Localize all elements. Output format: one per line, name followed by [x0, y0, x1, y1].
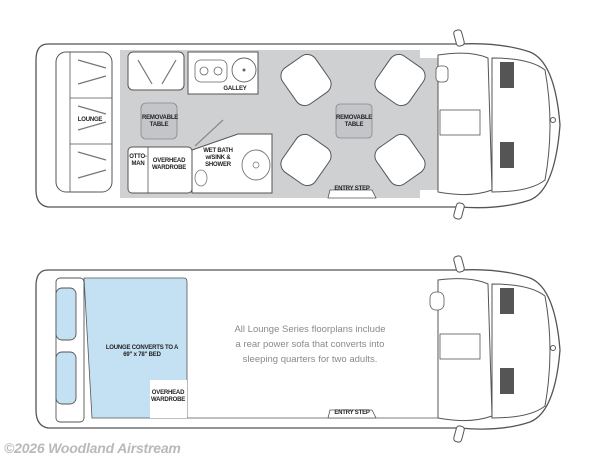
copyright-watermark: ©2026 Woodland Airstream [4, 440, 181, 456]
label-removable-table-rear: REMOVABLE TABLE [142, 115, 179, 128]
van-outline-bottom [35, 255, 561, 443]
label-overhead-wardrobe-top: OVERHEAD WARDROBE [151, 158, 187, 171]
label-entry-step-top: ENTRY STEP [334, 186, 370, 192]
label-entry-step-bottom: ENTRY STEP [334, 410, 370, 416]
note-line: sleeping quarters for two adults. [242, 354, 378, 365]
lounge-series-note: All Lounge Series floorplans include a r… [210, 322, 410, 367]
label-galley: GALLEY [223, 86, 247, 92]
label-lounge-converts: LOUNGE CONVERTS TO A 69" x 78" BED [105, 345, 179, 358]
label-overhead-wardrobe-bottom: OVERHEAD WARDROBE [150, 390, 186, 403]
label-wet-bath: WET BATH w/SINK & SHOWER [203, 148, 233, 168]
note-line: All Lounge Series floorplans include [234, 324, 386, 335]
van-outline-top [35, 29, 561, 220]
label-removable-table-front: REMOVABLE TABLE [336, 115, 373, 128]
label-ottoman: OTTO-MAN [129, 154, 147, 167]
note-line: a rear power sofa that converts into [235, 339, 385, 350]
label-lounge: LOUNGE [77, 117, 103, 123]
floorplan-day-layout: LOUNGE REMOVABLE TABLE GALLEY REMOVABLE … [0, 0, 600, 230]
floorplan-night-layout: LOUNGE CONVERTS TO A 69" x 78" BED OVERH… [0, 250, 600, 443]
